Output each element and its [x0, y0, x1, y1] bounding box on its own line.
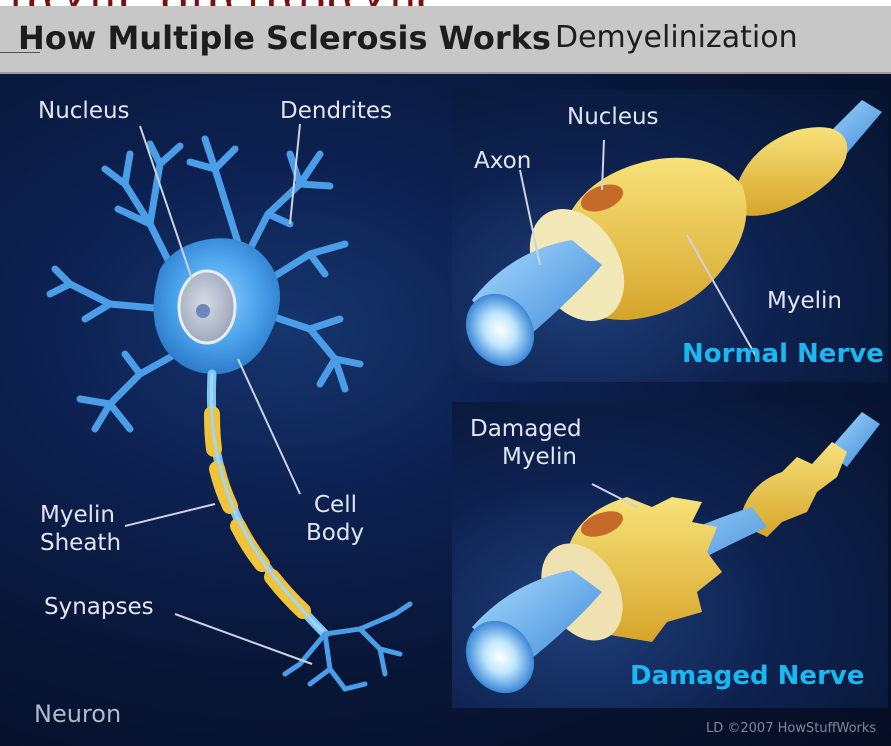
- cell-body-label-1: Cell: [314, 492, 357, 518]
- normal-nerve-title: Normal Nerve: [682, 340, 884, 370]
- normal-axon-label: Axon: [474, 148, 531, 174]
- damaged-myelin-label-2: Myelin: [502, 444, 577, 470]
- title-bar: How Multiple Sclerosis Works Demyeliniza…: [0, 6, 891, 74]
- normal-nucleus-label: Nucleus: [567, 104, 659, 130]
- synapses-label: Synapses: [44, 594, 154, 620]
- neuron-label: Neuron: [34, 701, 121, 729]
- myelin-sheath-label-2: Sheath: [40, 530, 121, 556]
- myelin-sheath: [212, 414, 303, 611]
- damaged-myelin-label-1: Damaged: [470, 416, 582, 442]
- cell-body-label-2: Body: [306, 520, 364, 546]
- header-divider: [0, 52, 40, 53]
- illustration-canvas: Nucleus Axon Myelin Normal Nerve: [0, 74, 891, 746]
- normal-myelin-label: Myelin: [767, 288, 842, 314]
- dendrites-label: Dendrites: [280, 98, 392, 124]
- neuron-nucleus-label: Nucleus: [38, 98, 130, 124]
- normal-nerve-panel: Nucleus Axon Myelin Normal Nerve: [452, 90, 888, 382]
- credit-text: LD ©2007 HowStuffWorks: [706, 722, 876, 737]
- myelin-sheath-label-1: Myelin: [40, 502, 115, 528]
- myelin-far: [737, 127, 847, 216]
- nucleolus: [196, 304, 210, 318]
- damaged-nerve-panel: Damaged Myelin Damaged Nerve: [452, 402, 888, 708]
- diagram-title: How Multiple Sclerosis Works: [18, 19, 551, 57]
- damaged-nerve-title: Damaged Nerve: [630, 662, 864, 692]
- diagram-subtitle: Demyelinization: [555, 20, 798, 55]
